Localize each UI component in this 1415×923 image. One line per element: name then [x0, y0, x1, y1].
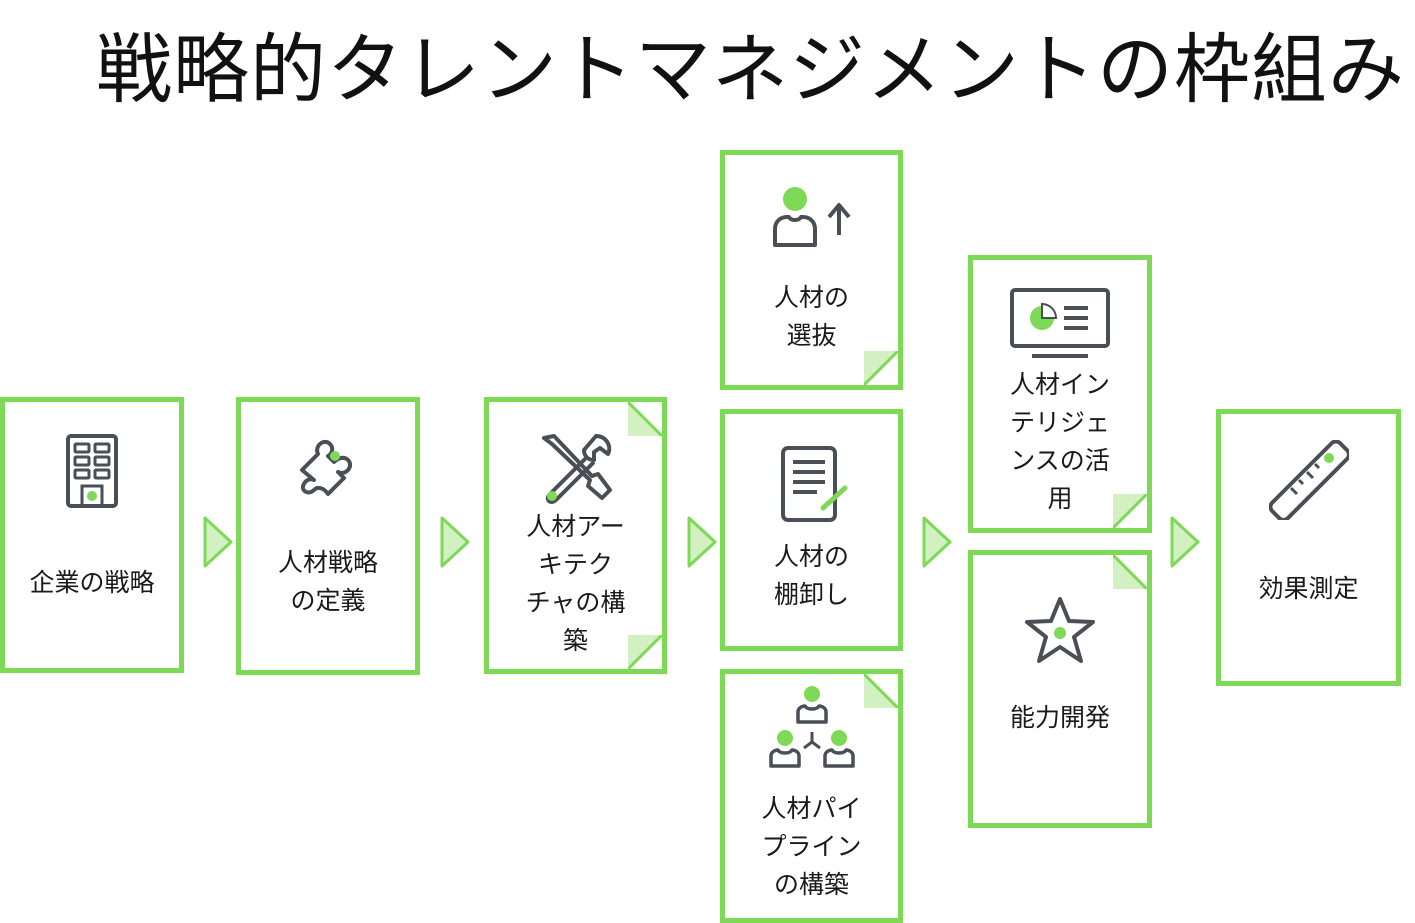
- step-label-line: 人材戦略: [277, 548, 378, 577]
- step-label-line: 築: [562, 626, 588, 655]
- step-label-line: キテク: [537, 550, 613, 579]
- step-label-line: 企業の戦略: [29, 568, 155, 597]
- flow-arrow-icon: [1170, 516, 1200, 568]
- document-pen-icon: [780, 446, 847, 522]
- step-talent-pipeline: 人材パイ プライン の構築: [720, 669, 903, 923]
- step-label-line: の構築: [773, 870, 849, 899]
- page-fold-icon: [628, 402, 662, 436]
- tools-icon: [541, 434, 612, 504]
- flow-arrow-icon: [203, 516, 233, 568]
- step-label-line: プライン: [761, 832, 862, 861]
- ruler-icon: [1268, 440, 1349, 520]
- step-talent-architecture: 人材アー キテク チャの構 築: [484, 397, 667, 674]
- step-talent-strategy: 人材戦略 の定義: [236, 397, 420, 675]
- step-label-line: 能力開発: [1009, 703, 1110, 732]
- page-fold-icon: [1113, 555, 1147, 589]
- step-label-line: 用: [1047, 484, 1073, 513]
- step-label-line: 人材イン: [1009, 370, 1110, 399]
- step-corporate-strategy: 企業の戦略: [0, 397, 184, 673]
- step-label-line: 人材アー: [526, 512, 625, 541]
- page-title: 戦略的タレントマネジメントの枠組み: [96, 25, 1405, 114]
- flow-arrow-icon: [922, 516, 952, 568]
- page-fold-icon: [864, 674, 898, 708]
- star-icon: [1025, 597, 1095, 663]
- person-up-icon: [772, 187, 851, 247]
- flow-arrow-icon: [687, 516, 717, 568]
- step-label-line: 効果測定: [1258, 574, 1359, 603]
- puzzle-icon: [300, 439, 353, 496]
- step-capability-development: 能力開発: [968, 550, 1152, 828]
- monitor-chart-icon: [1010, 288, 1110, 358]
- building-icon: [66, 434, 118, 508]
- step-talent-selection: 人材の 選抜: [720, 150, 903, 390]
- step-label-line: チャの構: [525, 588, 626, 617]
- step-label-line: 人材の: [773, 542, 849, 571]
- step-label-line: ンスの活: [1010, 446, 1110, 475]
- step-talent-inventory: 人材の 棚卸し: [720, 409, 903, 651]
- page-fold-icon: [1113, 494, 1147, 528]
- step-effect-measurement: 効果測定: [1216, 409, 1401, 686]
- step-label-line: 人材の: [773, 283, 849, 312]
- step-talent-intelligence: 人材イン テリジェ ンスの活 用: [968, 255, 1152, 533]
- step-label-line: 選抜: [786, 321, 837, 350]
- page-fold-icon: [864, 351, 898, 385]
- step-label-line: テリジェ: [1009, 408, 1110, 437]
- org-chart-icon: [768, 686, 855, 768]
- step-label-line: 棚卸し: [773, 580, 849, 609]
- flow-arrow-icon: [440, 516, 470, 568]
- step-label-line: 人材パイ: [761, 794, 862, 823]
- page-fold-icon: [628, 635, 662, 669]
- step-label-line: の定義: [290, 586, 366, 615]
